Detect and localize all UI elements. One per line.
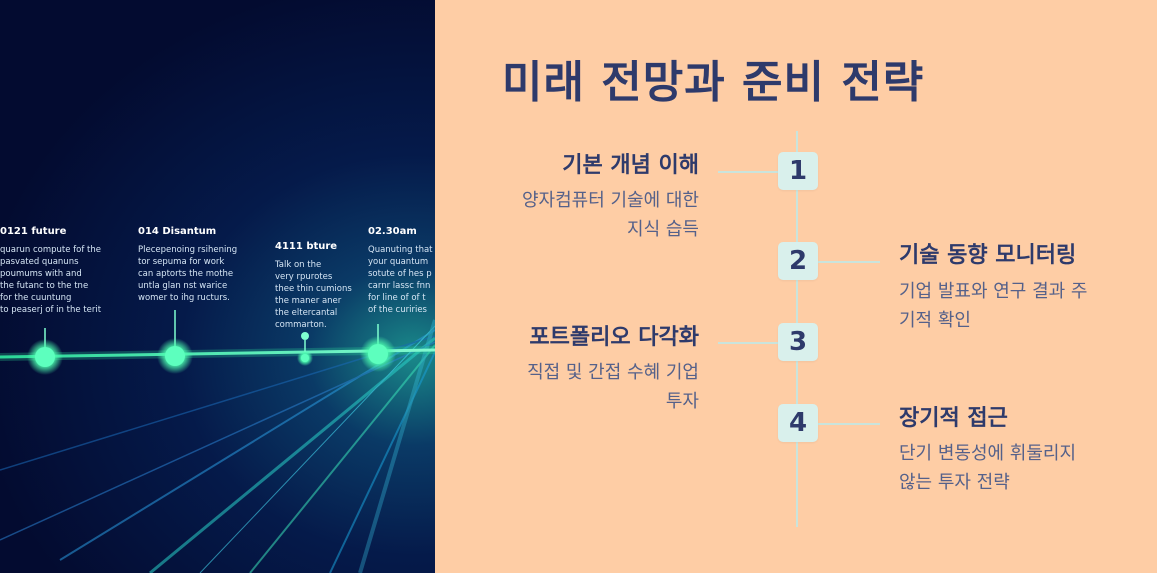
timeline-heading: 014 Disantum [138, 226, 217, 237]
step-description: 양자컴퓨터 기술에 대한 지식 습득 [480, 186, 699, 244]
step-description-line: 단기 변동성에 휘둘리지 [899, 443, 1077, 464]
step-description-line: 투자 [665, 391, 699, 412]
timeline-illustration [0, 310, 435, 573]
hero-image-quantum-timeline: 0121 future quarun compute fof the pasva… [0, 0, 435, 573]
step-title: 기본 개념 이해 [562, 153, 699, 178]
page-title: 미래 전망과 준비 전략 [502, 57, 925, 108]
step-description-line: 기업 발표와 연구 결과 주 [899, 281, 1088, 302]
step-number-badge: 4 [778, 404, 818, 442]
step-description-line: 직접 및 간접 수혜 기업 [527, 362, 699, 383]
timeline-text: Talk on the very rpurotes thee thin cumi… [275, 260, 352, 330]
timeline-node [27, 328, 63, 375]
timeline-node [297, 332, 313, 366]
connector-line [718, 171, 778, 173]
timeline-heading: 4111 bture [275, 241, 338, 252]
step-description-line: 기적 확인 [899, 310, 971, 331]
step-title: 장기적 접근 [899, 406, 1008, 431]
step-description-line: 양자컴퓨터 기술에 대한 [521, 190, 699, 211]
timeline-text: Quanuting that your quantum sotute of he… [368, 245, 433, 315]
step-title: 포트폴리오 다각화 [529, 325, 699, 350]
step-number-badge: 1 [778, 152, 818, 190]
step-description: 직접 및 간접 수혜 기업 투자 [480, 358, 699, 416]
timeline-text: quarun compute fof the pasvated quanuns … [0, 245, 102, 315]
step-title: 기술 동향 모니터링 [899, 243, 1077, 268]
step-number-badge: 2 [778, 242, 818, 280]
timeline-heading: 02.30am [368, 226, 417, 237]
connector-line [818, 423, 880, 425]
timeline-text: Plecepenoing rsihening tor sepuma for wo… [138, 245, 238, 303]
timeline-node [157, 310, 193, 374]
step-description-line: 지식 습득 [627, 219, 699, 240]
connector-line [718, 342, 778, 344]
step-description: 단기 변동성에 휘둘리지 않는 투자 전략 [899, 439, 1139, 497]
step-number-badge: 3 [778, 323, 818, 361]
step-description: 기업 발표와 연구 결과 주 기적 확인 [899, 277, 1139, 335]
timeline-node [360, 324, 396, 372]
connector-line [818, 261, 880, 263]
timeline-heading: 0121 future [0, 226, 67, 237]
step-description-line: 않는 투자 전략 [899, 472, 1010, 493]
